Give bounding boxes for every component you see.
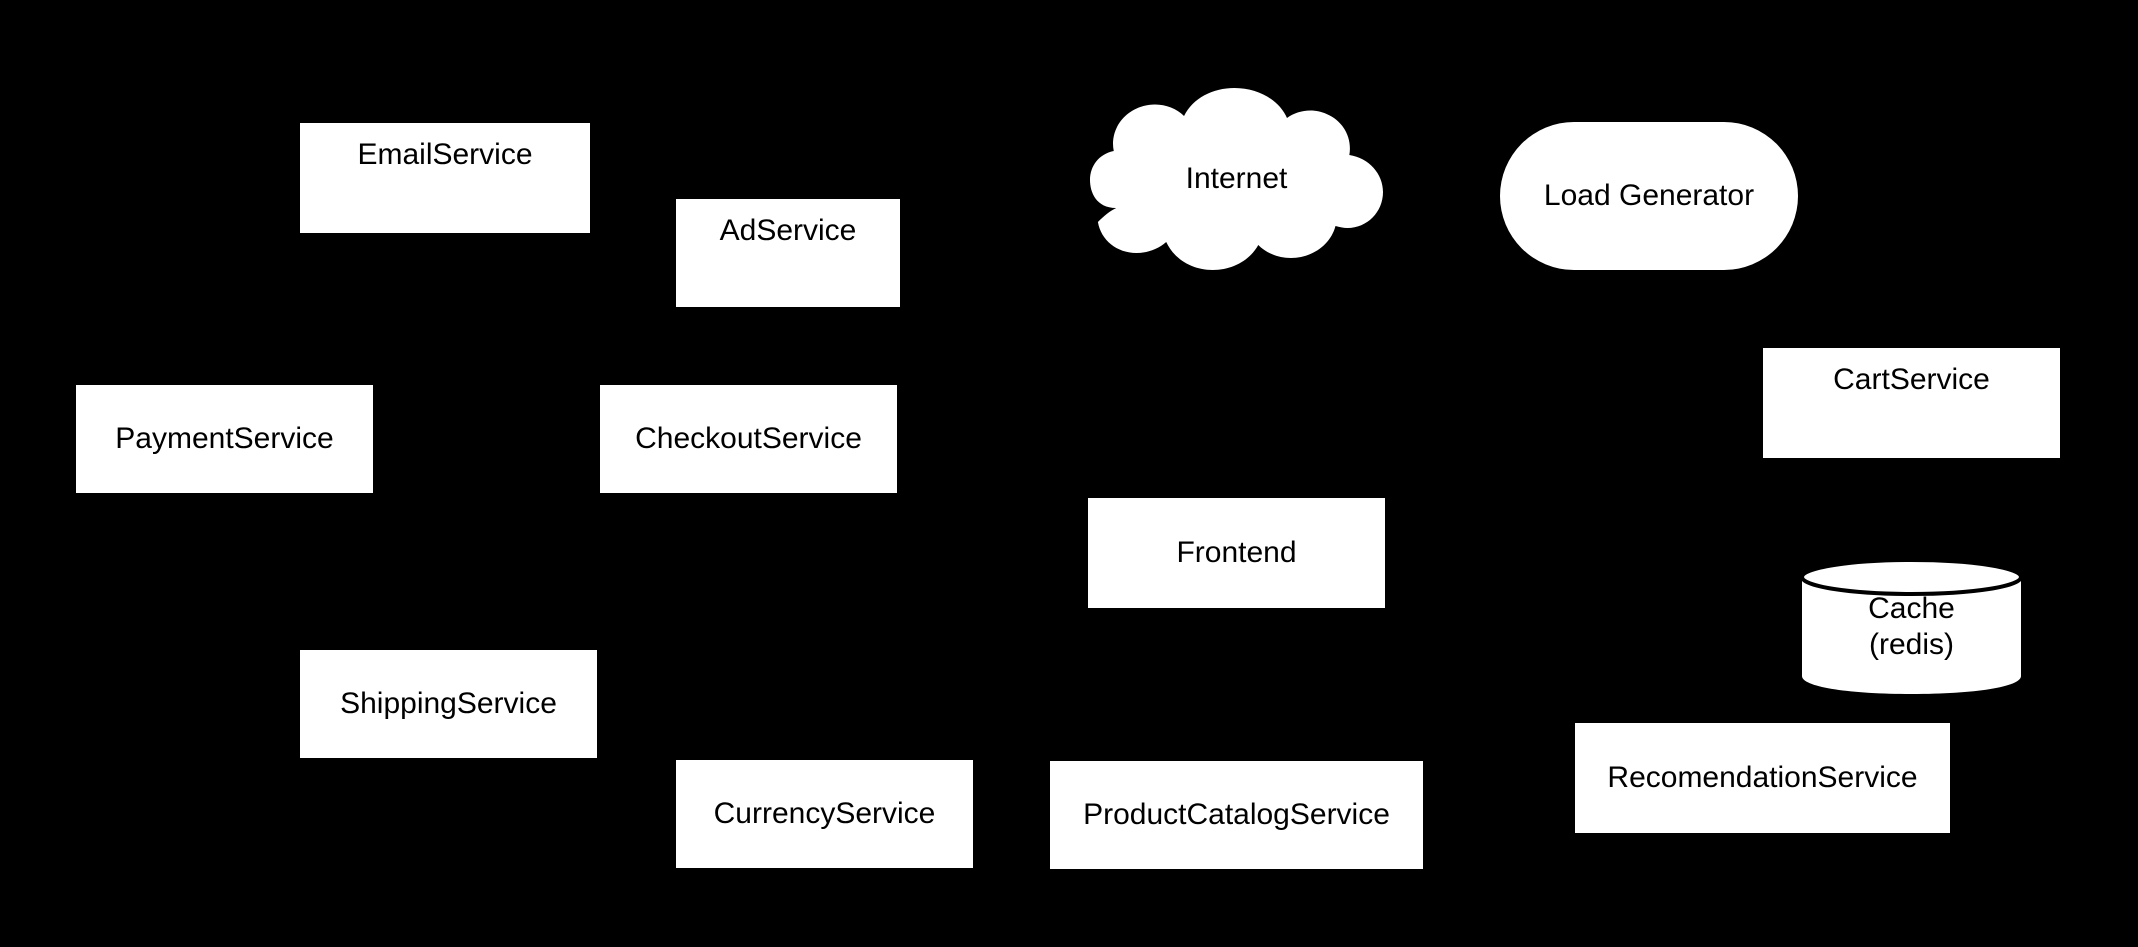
diagram-node-currency-service[interactable]: CurrencyService <box>676 760 973 868</box>
diagram-node-label: Internet <box>1185 162 1288 196</box>
diagram-node-label: CurrencyService <box>713 797 936 831</box>
diagram-node-recomendation-service[interactable]: RecomendationService <box>1575 723 1950 833</box>
diagram-node-label: AdService <box>719 214 857 247</box>
diagram-node-label: RecomendationService <box>1607 761 1918 795</box>
diagram-node-label: Frontend <box>1176 536 1297 570</box>
diagram-node-product-catalog-service[interactable]: ProductCatalogService <box>1050 761 1423 869</box>
diagram-node-label: CartService <box>1833 363 1990 396</box>
diagram-node-label: ProductCatalogService <box>1083 798 1390 832</box>
diagram-node-email-service[interactable]: EmailService <box>300 123 590 233</box>
diagram-node-label: ShippingService <box>340 687 557 721</box>
diagram-node-label: PaymentService <box>115 422 334 456</box>
diagram-node-load-generator[interactable]: Load Generator <box>1500 122 1798 270</box>
diagram-node-frontend[interactable]: Frontend <box>1088 498 1385 608</box>
diagram-node-checkout-service[interactable]: CheckoutService <box>600 385 897 493</box>
diagram-node-ad-service[interactable]: AdService <box>676 199 900 307</box>
diagram-node-internet[interactable]: Internet <box>1090 88 1383 270</box>
diagram-node-cache-redis[interactable]: Cache (redis) <box>1800 558 2023 695</box>
diagram-node-label: EmailService <box>357 138 533 171</box>
diagram-node-label: Cache (redis) <box>1868 592 1955 661</box>
diagram-node-cart-service[interactable]: CartService <box>1763 348 2060 458</box>
diagram-node-shipping-service[interactable]: ShippingService <box>300 650 597 758</box>
diagram-node-label: Load Generator <box>1543 179 1755 213</box>
diagram-node-payment-service[interactable]: PaymentService <box>76 385 373 493</box>
diagram-node-label: CheckoutService <box>635 422 862 456</box>
